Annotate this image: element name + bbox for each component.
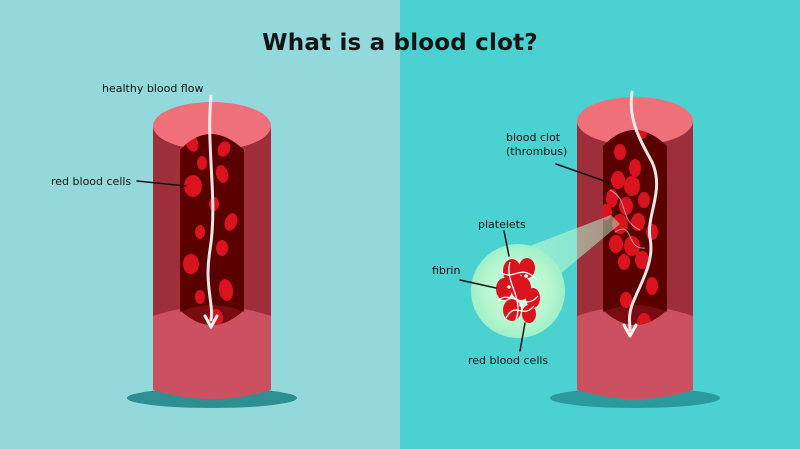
red-blood-cell: [624, 236, 640, 256]
red-blood-cell: [195, 290, 205, 304]
healthy-cells-label: red blood cells: [51, 175, 131, 189]
healthy-flow-label: healthy blood flow: [102, 82, 203, 96]
red-blood-cell: [614, 144, 626, 160]
red-blood-cell: [646, 277, 658, 295]
platelets-label: platelets: [478, 218, 526, 232]
red-blood-cell: [522, 305, 536, 323]
red-blood-cell: [216, 240, 228, 256]
red-blood-cell: [195, 225, 205, 239]
blood-clot-label-line2: (thrombus): [506, 145, 567, 159]
red-blood-cell: [609, 235, 623, 253]
red-blood-cell: [618, 254, 630, 270]
platelet: [519, 303, 523, 307]
page-title: What is a blood clot?: [0, 30, 800, 56]
red-blood-cell: [646, 224, 658, 240]
red-blood-cell: [526, 288, 540, 308]
red-blood-cell: [619, 197, 633, 215]
blood-clot-label-line1: blood clot: [506, 131, 567, 145]
platelet: [507, 285, 511, 289]
blood-clot-label: blood clot (thrombus): [506, 131, 567, 159]
red-blood-cell: [197, 156, 207, 170]
red-blood-cell: [638, 192, 650, 208]
red-blood-cell: [611, 171, 625, 189]
red-blood-cell: [183, 254, 199, 274]
red-blood-cell: [631, 213, 645, 231]
red-blood-cell: [606, 189, 618, 207]
platelet: [524, 274, 528, 278]
red-blood-cell: [496, 278, 512, 300]
red-blood-cell: [624, 176, 640, 196]
red-blood-cell: [629, 159, 641, 177]
clot-cells-label: red blood cells: [468, 354, 548, 368]
red-blood-cell: [620, 292, 632, 308]
fibrin-label: fibrin: [432, 264, 460, 278]
